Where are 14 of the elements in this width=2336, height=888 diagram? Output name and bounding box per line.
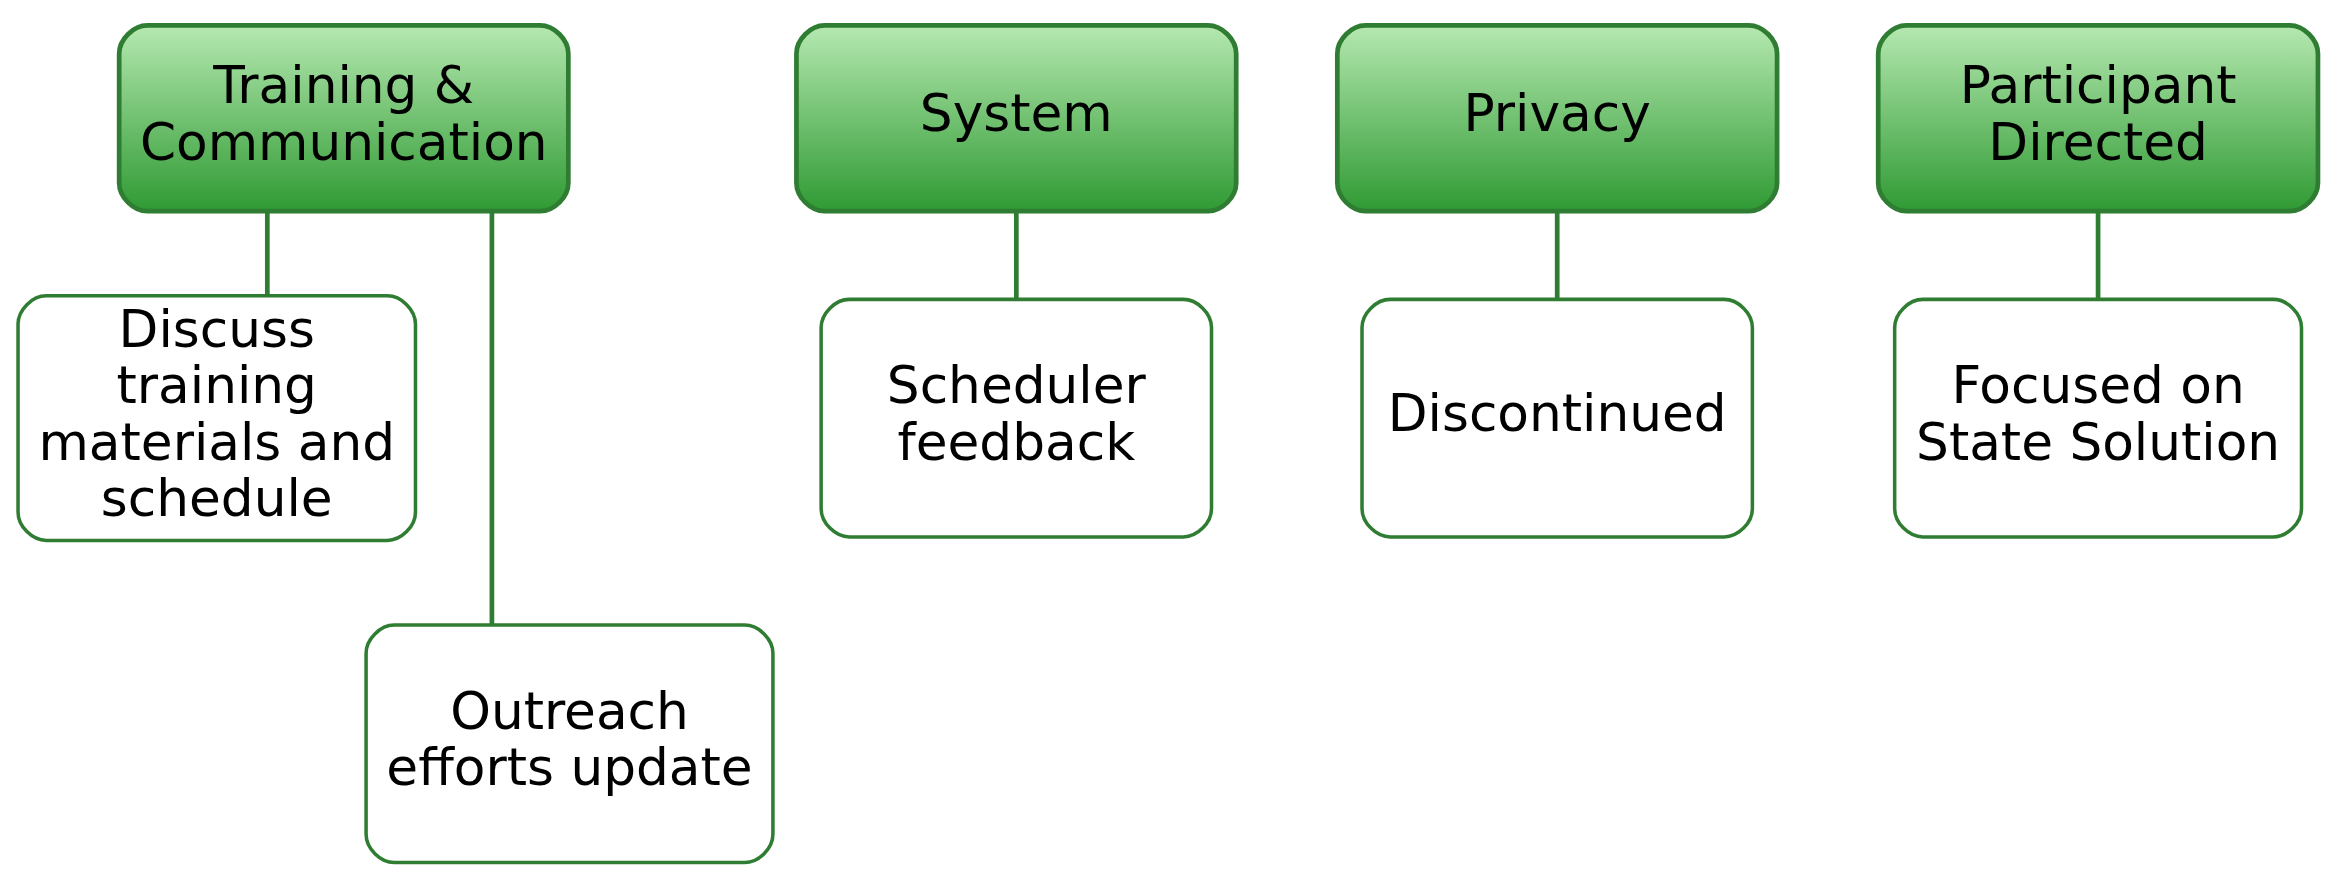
connector bbox=[1013, 211, 1019, 299]
connector bbox=[2095, 211, 2101, 299]
node-box: Training & Communication bbox=[116, 23, 571, 214]
node-box: Discontinued bbox=[1360, 297, 1755, 539]
node-box: Participant Directed bbox=[1875, 23, 2321, 214]
connector bbox=[264, 211, 270, 296]
node-box: Privacy bbox=[1334, 23, 1780, 214]
node-box: Focused on State Solution bbox=[1892, 297, 2304, 539]
node-box: Outreach efforts update bbox=[364, 623, 775, 865]
connector bbox=[1554, 211, 1560, 299]
connector bbox=[489, 211, 495, 625]
node-box: System bbox=[794, 23, 1239, 214]
node-box: Discuss training materials and schedule bbox=[16, 294, 418, 543]
node-box: Scheduler feedback bbox=[819, 297, 1214, 539]
